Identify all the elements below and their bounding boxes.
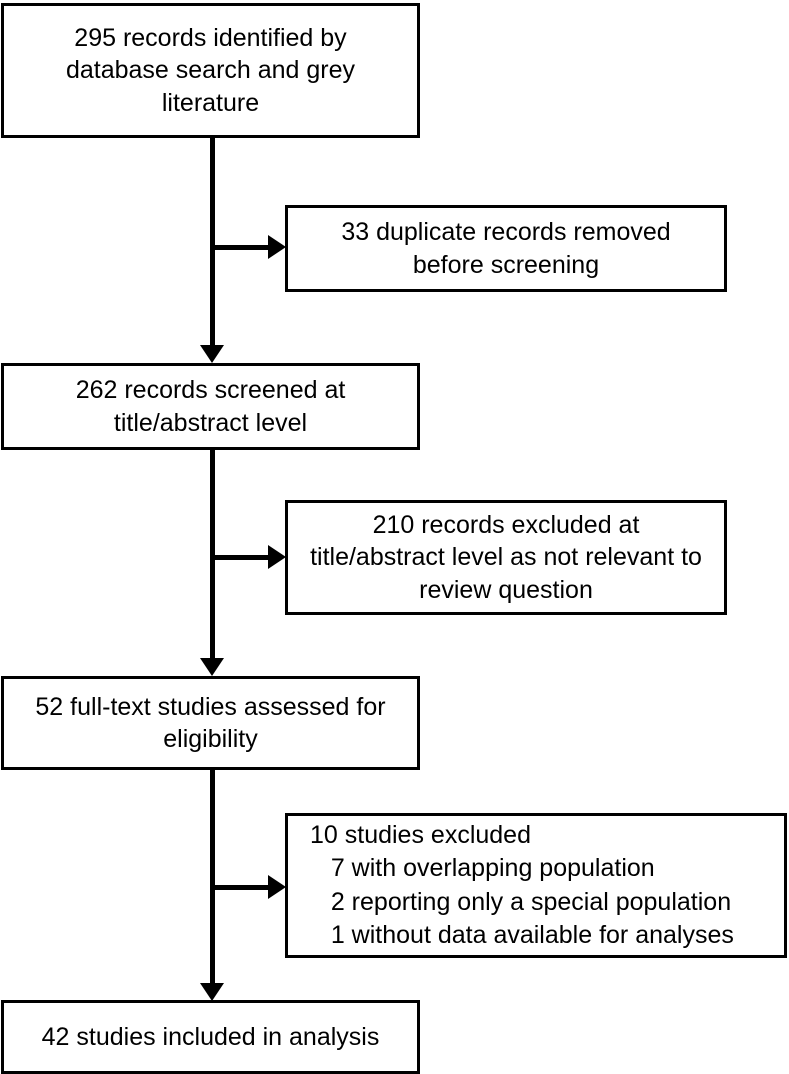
node-records-excluded-title-abstract-text: 210 records excluded at title/abstract l…: [310, 510, 702, 604]
connector-screened-to-fulltext-arrowhead: [200, 658, 224, 676]
node-records-screened-text: 262 records screened at title/abstract l…: [75, 376, 346, 437]
connector-fulltext-to-excluded-arrowhead: [268, 875, 286, 899]
node-studies-included: 42 studies included in analysis: [1, 1000, 420, 1074]
connector-screened-to-excluded-arrowhead: [268, 545, 286, 569]
node-records-identified: 295 records identified by database searc…: [1, 3, 420, 138]
connector-identified-to-screened-line: [210, 138, 215, 348]
node-records-excluded-title-abstract: 210 records excluded at title/abstract l…: [285, 500, 727, 615]
node-studies-excluded-fulltext: 10 studies excluded 7 with overlapping p…: [285, 813, 787, 958]
connector-fulltext-to-included-arrowhead: [200, 983, 224, 1001]
node-duplicates-removed-text: 33 duplicate records removed before scre…: [341, 218, 671, 279]
node-records-identified-text: 295 records identified by database searc…: [65, 23, 356, 117]
connector-identified-to-duplicates-arrowhead: [268, 235, 286, 259]
connector-fulltext-to-included-line: [210, 770, 215, 986]
node-studies-excluded-fulltext-text: 10 studies excluded 7 with overlapping p…: [310, 821, 734, 949]
connector-identified-to-screened-arrowhead: [200, 345, 224, 363]
connector-fulltext-to-excluded-line: [210, 885, 270, 890]
node-records-screened: 262 records screened at title/abstract l…: [1, 363, 420, 450]
connector-screened-to-excluded-line: [210, 555, 270, 560]
node-fulltext-assessed-text: 52 full-text studies assessed for eligib…: [35, 692, 386, 754]
connector-identified-to-duplicates-line: [210, 245, 270, 250]
node-studies-included-text: 42 studies included in analysis: [41, 1022, 380, 1051]
node-duplicates-removed: 33 duplicate records removed before scre…: [285, 205, 727, 292]
node-fulltext-assessed: 52 full-text studies assessed for eligib…: [1, 676, 420, 770]
